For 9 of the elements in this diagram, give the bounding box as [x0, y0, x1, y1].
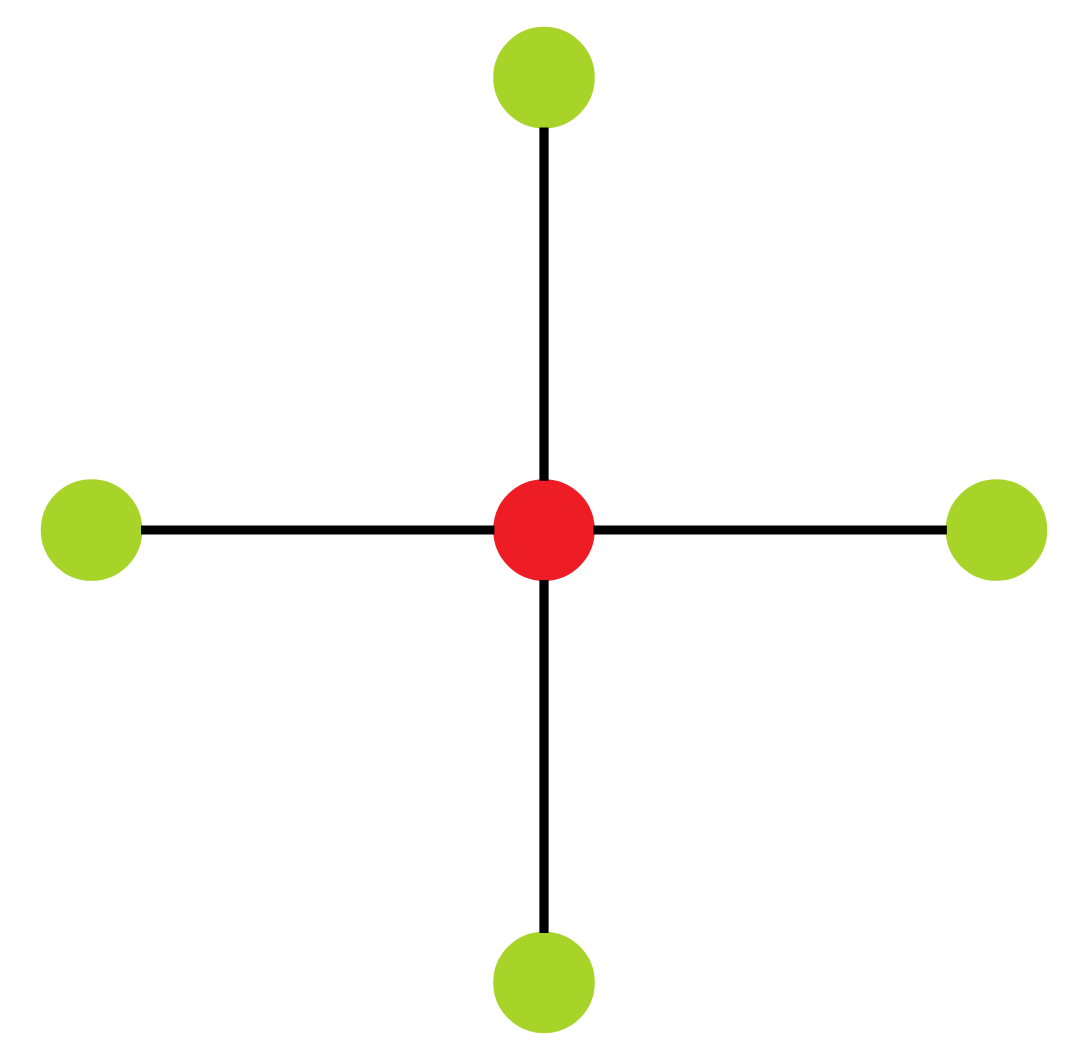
connector	[539, 580, 549, 934]
connector	[539, 127, 549, 481]
node-circle	[40, 479, 143, 581]
node-circle	[493, 931, 595, 1034]
node-circle	[493, 479, 595, 581]
connector	[141, 525, 495, 535]
node-circle	[493, 26, 595, 129]
connector	[593, 525, 947, 535]
node-circle	[945, 479, 1048, 581]
